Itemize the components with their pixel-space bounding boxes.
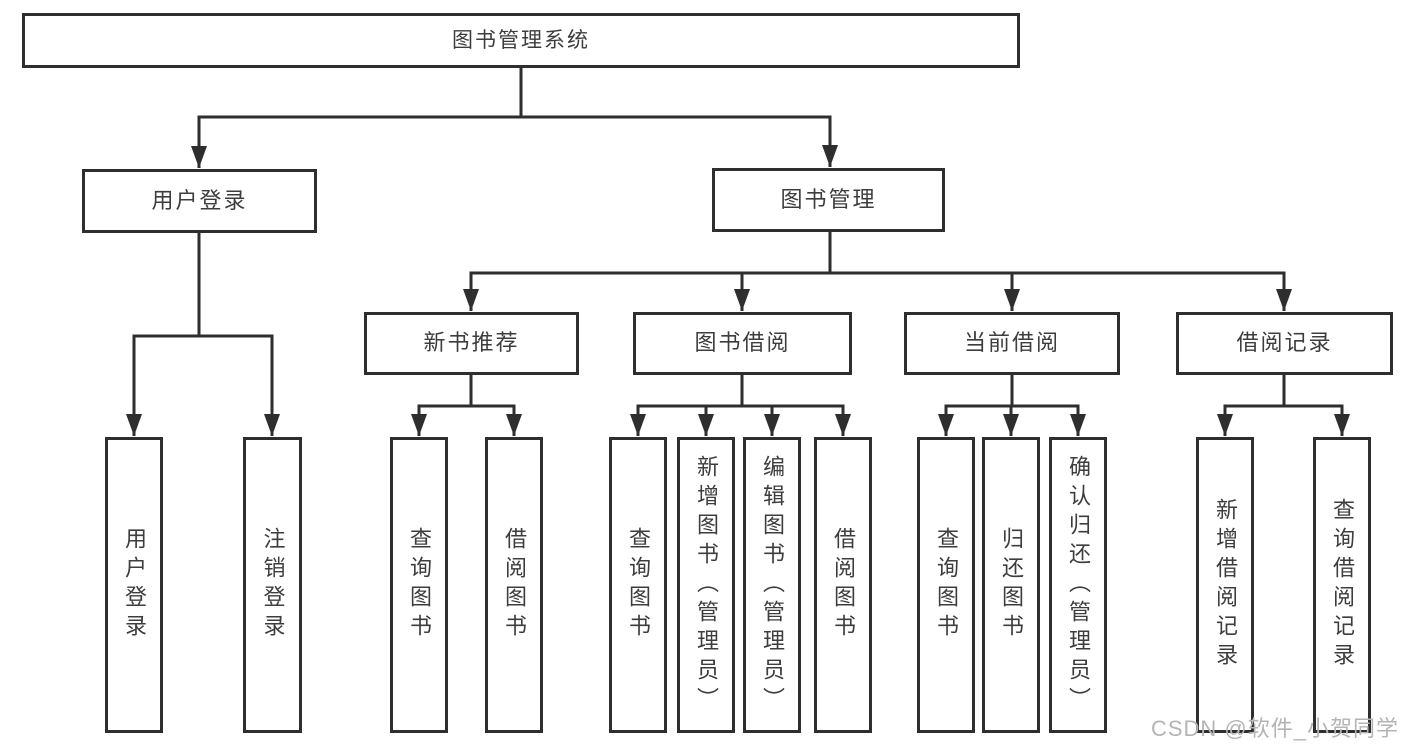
leaf-records-add-record: 新增借阅记录 [1196, 437, 1254, 733]
leaf-user-login: 用户登录 [105, 437, 163, 733]
leaf-logout: 注销登录 [243, 437, 302, 733]
leaf-current-confirm-return-admin: 确认归还（管理员） [1049, 437, 1107, 733]
watermark: CSDN @软件_小贺同学 [1150, 716, 1399, 741]
leaf-current-query-books: 查询图书 [917, 437, 975, 733]
node-book-borrow: 图书借阅 [633, 312, 852, 375]
leaf-borrow-borrow-books: 借阅图书 [814, 437, 872, 733]
node-new-book-recommend: 新书推荐 [364, 312, 579, 375]
leaf-recommend-borrow-books: 借阅图书 [485, 437, 543, 733]
leaf-recommend-query-books: 查询图书 [390, 437, 448, 733]
node-user-login: 用户登录 [82, 169, 317, 233]
leaf-borrow-add-books-admin: 新增图书（管理员） [677, 437, 735, 733]
leaf-current-return-books: 归还图书 [982, 437, 1040, 733]
node-book-management: 图书管理 [712, 168, 945, 232]
leaf-records-query-record: 查询借阅记录 [1313, 437, 1371, 733]
node-current-borrow: 当前借阅 [904, 312, 1120, 375]
leaf-borrow-query-books: 查询图书 [609, 437, 667, 733]
node-borrow-records: 借阅记录 [1176, 312, 1393, 375]
node-library-system: 图书管理系统 [22, 13, 1020, 68]
leaf-borrow-edit-books-admin: 编辑图书（管理员） [743, 437, 801, 733]
